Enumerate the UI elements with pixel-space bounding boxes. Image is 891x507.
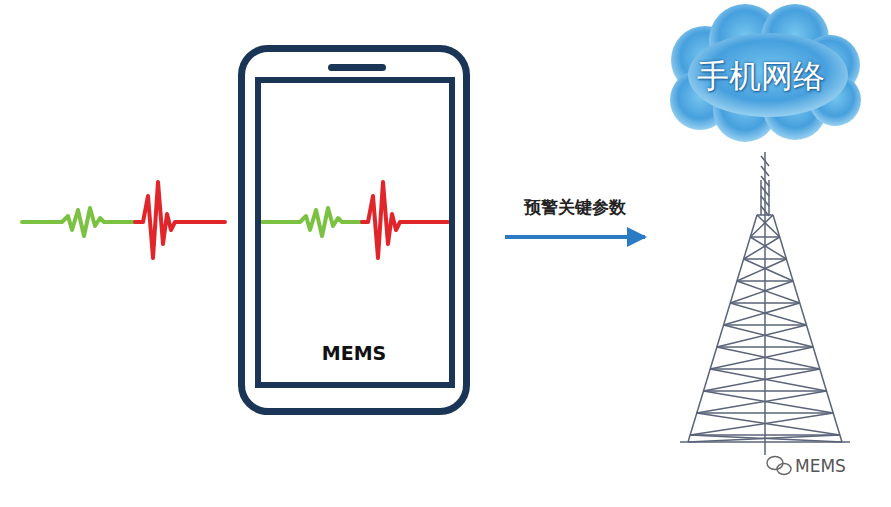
phone-body: MEMS	[238, 45, 470, 415]
edge-label: 预警关键参数	[524, 196, 626, 219]
phone-speaker	[328, 64, 386, 71]
cloud	[670, 4, 861, 142]
flow-arrow	[505, 235, 645, 239]
chip-label: MEMS	[322, 342, 386, 364]
radio-tower	[680, 152, 850, 455]
network-tower-group: 手机网络	[648, 5, 873, 475]
seismic-wave	[22, 182, 225, 258]
phone-screen	[258, 80, 452, 385]
network-label: 手机网络	[697, 55, 825, 99]
watermark: MEMS	[795, 456, 846, 476]
screen-wave	[262, 182, 448, 258]
wechat-icon	[767, 457, 791, 475]
